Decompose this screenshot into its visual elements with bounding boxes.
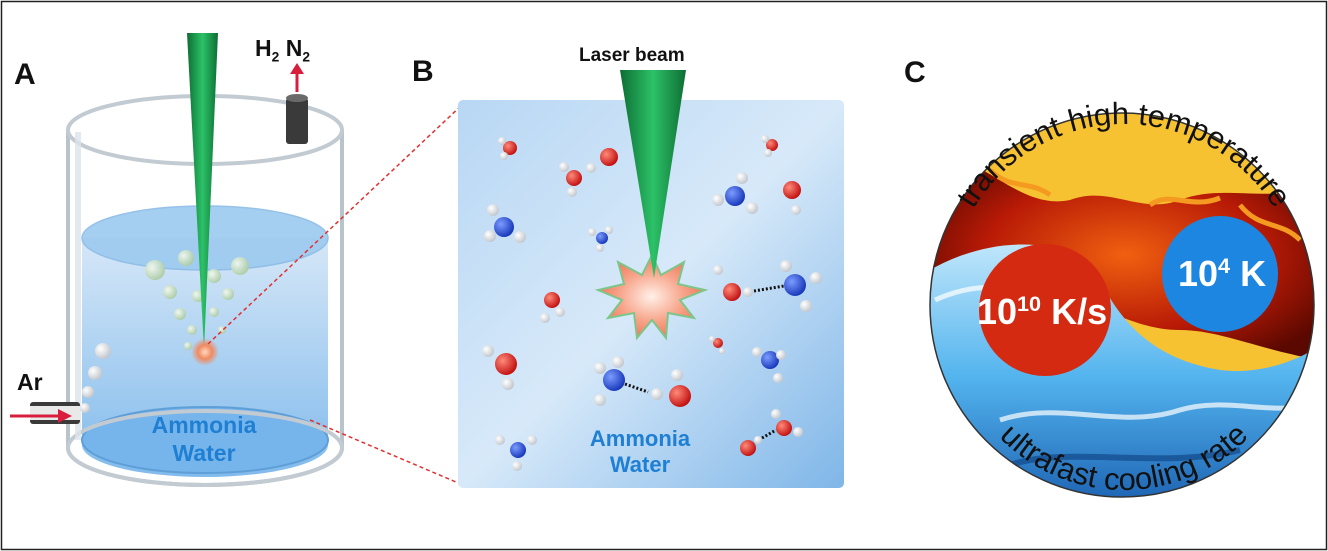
temperature-value: 104 K <box>1178 253 1267 294</box>
laser-beam-label: Laser beam <box>579 45 685 66</box>
argon-inlet-label: Ar <box>17 369 43 395</box>
laser-burst <box>594 252 709 341</box>
zoom-connector-bottom <box>309 419 464 486</box>
cooling-rate-value: 1010 K/s <box>977 291 1108 332</box>
temperature-cooling-emblem <box>929 112 1315 498</box>
water-molecule <box>559 148 618 197</box>
panel-label-a: A <box>14 58 36 91</box>
beaker-bottom <box>81 406 329 474</box>
ammonia-water-pair <box>594 356 691 407</box>
cooling-rate-circle <box>979 244 1111 376</box>
gas-bubbles <box>80 250 249 413</box>
emblem-border <box>929 112 1315 498</box>
temperature-circle <box>1162 216 1278 332</box>
water-molecule <box>540 292 565 323</box>
water-ammonia-pair <box>713 260 822 312</box>
inlet-arrow <box>58 409 72 423</box>
laser-beam-a <box>187 33 218 350</box>
water-ammonia-pair <box>740 409 803 456</box>
panel-label-b: B <box>412 55 434 88</box>
water-molecule <box>783 181 801 215</box>
water-molecule <box>709 336 725 354</box>
zoom-connector-top <box>207 103 464 345</box>
ammonia-molecule <box>752 347 786 383</box>
molecules <box>482 135 822 471</box>
product-gases-label: H2 N2 <box>255 35 310 65</box>
ammonia-molecule <box>484 204 526 243</box>
laser-beam-b <box>620 70 686 278</box>
outlet-arrow <box>290 63 304 74</box>
ammonia-molecule <box>712 172 758 214</box>
water-molecule <box>498 137 517 160</box>
ammonia-molecule <box>495 435 537 471</box>
water-molecule <box>761 135 778 157</box>
laser-spot-a <box>191 338 219 366</box>
water-molecule <box>482 345 517 390</box>
gas-outlet-tube <box>286 63 308 144</box>
panel-label-c: C <box>904 56 926 89</box>
ammonia-molecule <box>588 226 613 252</box>
gas-inlet-tube <box>10 402 80 424</box>
